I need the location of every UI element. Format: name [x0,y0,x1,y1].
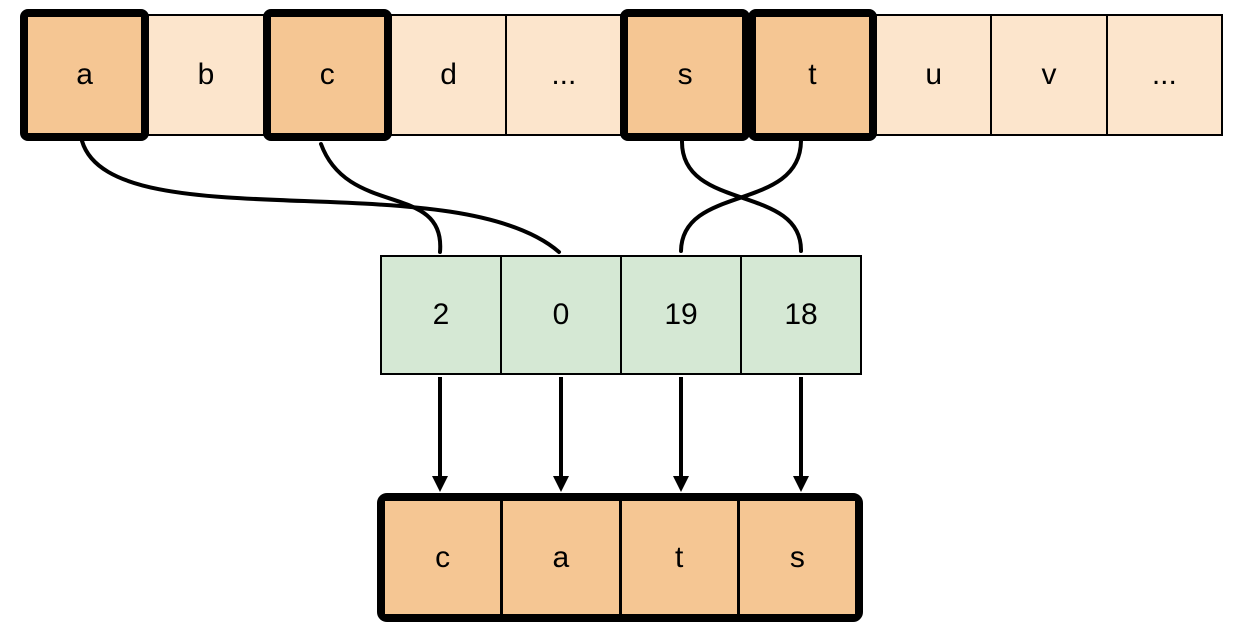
alphabet-cell-a: a [20,9,150,141]
output-cell-c: c [385,501,501,614]
index-row: 2 0 19 18 [380,255,862,375]
alphabet-cell-d: d [389,14,508,136]
output-cell-t: t [618,501,737,614]
index-cell-19: 19 [620,255,742,375]
arrow-index-0-head [432,476,448,492]
curve-s-to-18 [679,139,804,253]
output-cell-s: s [736,501,855,614]
alphabet-cell-u: u [875,14,993,136]
output-word-row: c a t s [377,493,863,622]
alphabet-cell-v: v [990,14,1108,136]
alphabet-cell-s: s [620,9,750,141]
arrow-index-3-head [793,476,809,492]
curve-a-to-0 [80,139,561,254]
index-cell-18: 18 [740,255,862,375]
index-cell-0: 0 [500,255,622,375]
alphabet-cell-ellipsis-1: ... [505,14,623,136]
curve-c-to-2 [319,142,443,254]
alphabet-cell-t: t [747,9,878,141]
arrow-index-2-head [673,476,689,492]
output-cell-a: a [500,501,619,614]
curve-t-to-19 [679,139,803,253]
alphabet-cell-ellipsis-2: ... [1105,14,1223,136]
alphabet-cell-b: b [147,14,265,136]
alphabet-row: a b c d ... s t u v ... [20,9,1223,141]
arrow-index-1-head [553,476,569,492]
index-cell-2: 2 [380,255,502,375]
alphabet-cell-c: c [262,9,392,141]
